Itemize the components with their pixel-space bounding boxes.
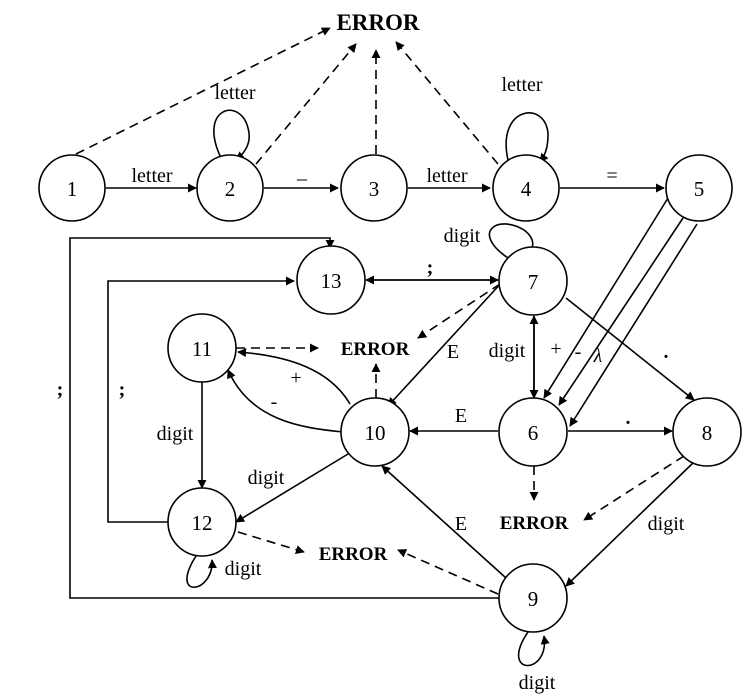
label-10-12: digit <box>248 467 285 489</box>
state-8-label: 8 <box>702 421 713 445</box>
label-6-8: . <box>626 407 631 429</box>
state-1 <box>38 154 106 222</box>
label-9-13: ; <box>57 379 64 401</box>
state-10 <box>340 397 410 467</box>
label-7-13: ; <box>427 257 434 279</box>
state-3 <box>340 154 408 222</box>
label-2-3: _ <box>296 161 308 183</box>
label-11-12: digit <box>157 423 194 445</box>
label-6-7: digit <box>489 340 526 362</box>
state-4 <box>492 154 560 222</box>
label-3-4: letter <box>426 165 467 187</box>
edge-10-to-11-upper <box>237 348 351 405</box>
state-10-label: 10 <box>365 421 386 445</box>
edge-8-to-error <box>583 455 685 521</box>
label-1-2: letter <box>131 165 172 187</box>
label-4-5: = <box>606 165 617 187</box>
edge-9-to-10 <box>381 465 507 579</box>
edge-8-to-9 <box>565 461 695 587</box>
state-9-label: 9 <box>528 587 539 611</box>
state-3-label: 3 <box>369 177 380 201</box>
label-5-6-lambda: λ <box>593 345 603 367</box>
edge-7-to-error <box>417 283 501 339</box>
label-10-11-plus: + <box>290 367 301 389</box>
edge-10-to-12 <box>235 453 349 523</box>
edge-10-to-11-curve <box>227 369 345 433</box>
edge-7-to-10 <box>387 279 505 407</box>
edge-12-to-13 <box>107 276 295 523</box>
edge-5-to-6-plus <box>543 197 669 399</box>
state-13 <box>296 245 366 315</box>
label-loop-2: letter <box>214 82 255 104</box>
label-6-10: E <box>455 405 467 427</box>
state-12 <box>167 487 237 557</box>
edge-9-to-13 <box>69 237 500 599</box>
state-5-label: 5 <box>694 177 705 201</box>
edge-9-to-error <box>397 549 499 595</box>
label-loop-12: digit <box>225 558 262 580</box>
label-10-11-minus: - <box>271 391 278 413</box>
loop-2 <box>213 109 251 161</box>
state-12-label: 12 <box>192 511 213 535</box>
edge-1-to-error <box>75 27 331 155</box>
label-loop-4: letter <box>501 74 542 96</box>
error-right: ERROR <box>500 513 569 534</box>
state-4-label: 4 <box>521 177 532 201</box>
edge-7-to-8 <box>565 297 695 401</box>
state-8 <box>672 397 742 467</box>
label-7-8: . <box>664 341 669 363</box>
loop-4 <box>505 112 549 163</box>
state-7-label: 7 <box>528 270 539 294</box>
edge-2-to-error <box>255 43 357 165</box>
loop-7 <box>488 223 534 259</box>
label-7-10: E <box>447 341 459 363</box>
error-mid: ERROR <box>341 339 410 360</box>
error-top: ERROR <box>336 10 419 35</box>
state-5 <box>665 154 733 222</box>
state-2 <box>196 154 264 222</box>
label-loop-9: digit <box>519 672 556 694</box>
state-13-label: 13 <box>321 269 342 293</box>
label-5-6-plus: + <box>550 338 561 360</box>
edge-4-to-error <box>395 41 499 165</box>
state-7 <box>498 246 568 316</box>
label-9-10: E <box>455 513 467 535</box>
error-bottom: ERROR <box>319 544 388 565</box>
label-loop-7: digit <box>444 225 481 247</box>
state-9 <box>498 563 568 633</box>
edge-12-to-error <box>237 531 305 554</box>
state-11-label: 11 <box>192 337 212 361</box>
state-2-label: 2 <box>225 177 236 201</box>
loop-9 <box>517 631 550 667</box>
label-8-9: digit <box>648 513 685 535</box>
state-6-label: 6 <box>528 421 539 445</box>
label-12-13: ; <box>119 379 126 401</box>
loop-12 <box>186 555 217 589</box>
state-1-label: 1 <box>67 177 78 201</box>
label-5-6-minus: - <box>575 341 582 363</box>
edge-5-to-6-minus <box>558 217 684 406</box>
state-6 <box>498 397 568 467</box>
state-11 <box>167 313 237 383</box>
edge-5-to-6-lambda <box>569 223 698 427</box>
